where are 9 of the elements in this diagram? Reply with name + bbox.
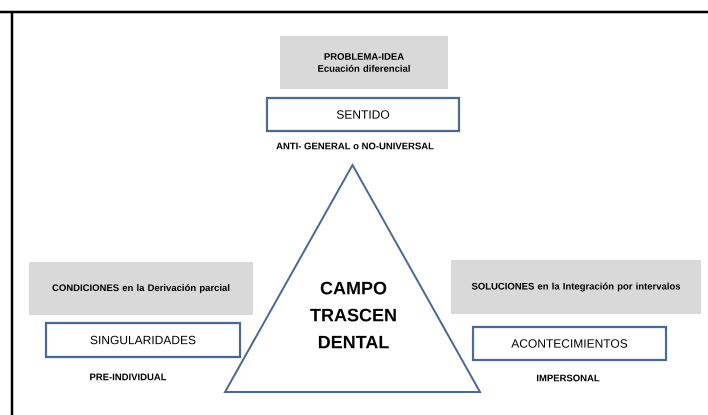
concept-box: SINGULARIDADES: [44, 322, 242, 358]
note-box: PROBLEMA-IDEA Ecuación diferencial: [280, 36, 448, 89]
concept-box: ACONTECIMIENTOS: [472, 326, 668, 362]
caption-text: PRE-INDIVIDUAL: [90, 374, 166, 380]
caption-text: ANTI- GENERAL o NO-UNIVERSAL: [276, 142, 434, 150]
note-box: CONDICIONES en la Derivación parcial: [29, 262, 253, 315]
concept-box: SENTIDO: [266, 96, 460, 132]
caption-text: IMPERSONAL: [536, 374, 600, 382]
note-box: SOLUCIONES en la Integración por intervalos: [451, 260, 701, 314]
